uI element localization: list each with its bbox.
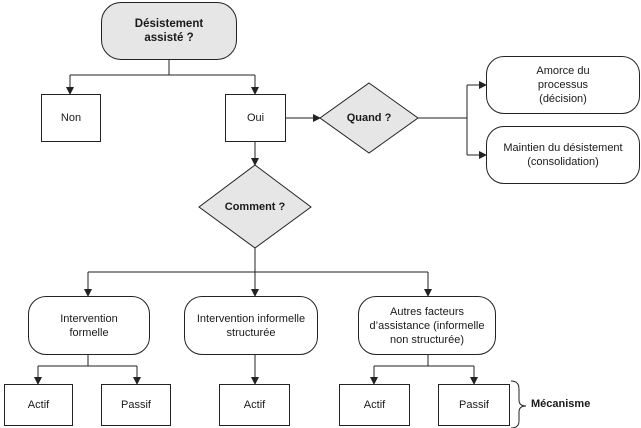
node-oui: Oui: [225, 94, 286, 142]
diamond-quand: [319, 82, 419, 154]
node-passif-formelle: Passif: [101, 384, 171, 426]
node-non: Non: [41, 94, 101, 142]
node-maintien-desistement: Maintien du désistement (consolidation): [486, 126, 640, 184]
node-actif-formelle: Actif: [4, 384, 73, 426]
node-passif-autres: Passif: [438, 384, 510, 426]
diamond-comment: [198, 164, 312, 249]
start-node-desistement: Désistement assisté ?: [101, 2, 237, 60]
node-actif-informelle: Actif: [219, 384, 290, 426]
node-amorce-processus: Amorce du processus (décision): [486, 56, 640, 114]
node-actif-autres: Actif: [339, 384, 410, 426]
decision-label-quand: Quand ?: [346, 112, 392, 124]
brace-label-mecanisme: Mécanisme: [531, 398, 591, 410]
node-autres-facteurs: Autres facteurs d’assistance (informelle…: [358, 296, 496, 355]
decision-label-comment: Comment ?: [224, 201, 286, 213]
node-intervention-formelle: Intervention formelle: [28, 296, 150, 355]
node-intervention-informelle-structuree: Intervention informelle structurée: [184, 296, 318, 355]
